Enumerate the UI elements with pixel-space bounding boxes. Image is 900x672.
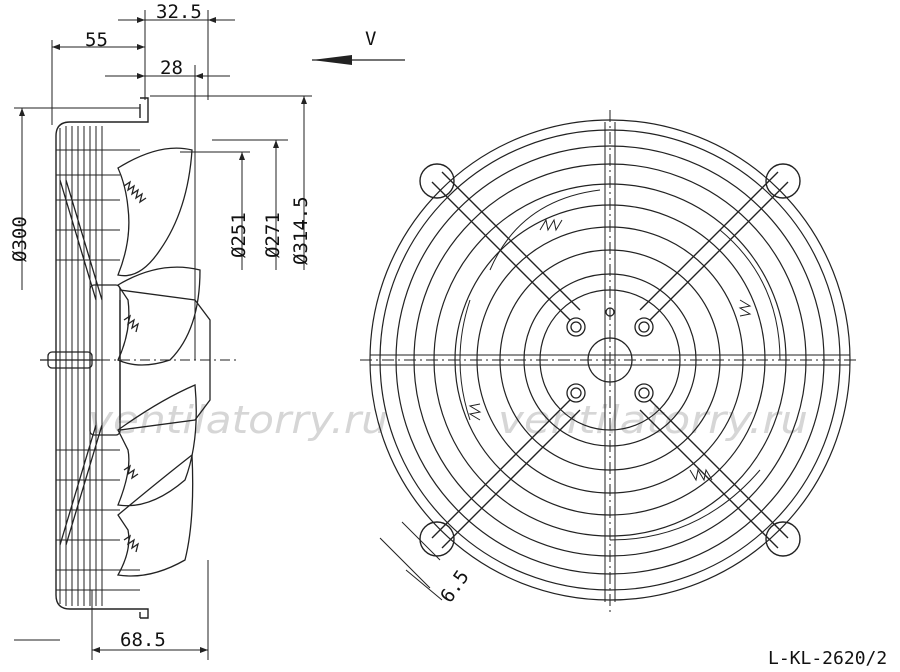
view-label: V — [365, 28, 376, 50]
side-view: 32.5 55 28 Ø300 Ø251 Ø271 Ø314.5 — [9, 1, 312, 660]
dimension-diameter-300: Ø300 — [9, 216, 31, 262]
front-view: 6.5 — [360, 110, 860, 612]
dimension-6-5: 6.5 — [436, 566, 474, 607]
dimension-diameter-314-5: Ø314.5 — [290, 196, 312, 265]
watermark-left: ventilatorry.ru — [88, 398, 388, 442]
dimension-diameter-251: Ø251 — [228, 212, 250, 258]
dimension-68-5: 68.5 — [120, 629, 166, 651]
view-arrow: V — [312, 28, 405, 65]
dimension-55: 55 — [85, 29, 108, 51]
dimension-diameter-271: Ø271 — [262, 212, 284, 258]
dimension-32-5: 32.5 — [156, 1, 202, 23]
watermark-right: ventilatorry.ru — [498, 398, 808, 442]
dimension-28: 28 — [160, 57, 183, 79]
drawing-number: L-KL-2620/2 — [768, 648, 887, 669]
